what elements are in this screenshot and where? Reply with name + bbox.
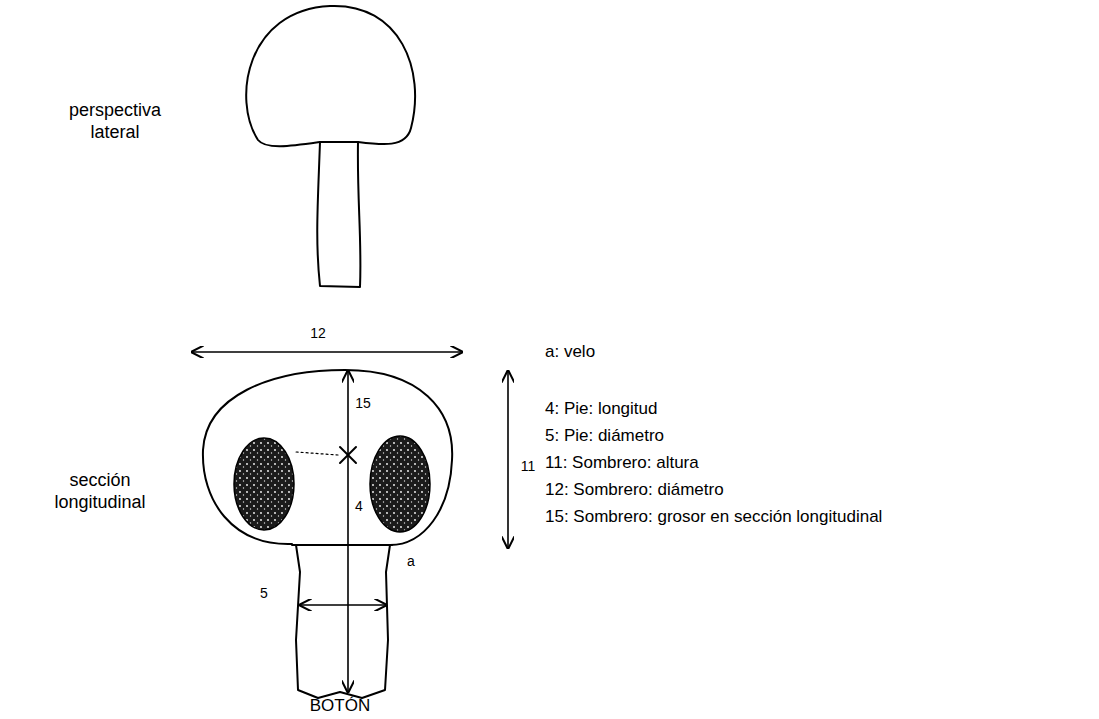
- view-caption: perspectiva lateral: [50, 100, 180, 143]
- key-entry: 5: Pie: diámetro: [545, 426, 664, 446]
- key-entry: 15: Sombrero: grosor en sección longitud…: [545, 507, 882, 527]
- callout-number: 15: [353, 395, 373, 412]
- dimension-arrow: [347, 455, 349, 692]
- cap-outline: [246, 6, 415, 146]
- key-entry: a: velo: [545, 342, 595, 362]
- key-entry: 4: Pie: longitud: [545, 399, 657, 419]
- dimension-arrow: [347, 371, 349, 455]
- key-entry: 12: Sombrero: diámetro: [545, 480, 724, 500]
- dimension-arrow: [300, 604, 386, 606]
- gill: [234, 438, 294, 530]
- gill: [370, 436, 430, 532]
- dotted-leader: [296, 452, 338, 455]
- callout-letter: a: [405, 553, 417, 570]
- callout-number: 11: [519, 458, 538, 475]
- stem-section-outline: [296, 545, 390, 698]
- dimension-arrow: [507, 371, 509, 548]
- view-caption: BOTÓN: [310, 696, 370, 716]
- view-caption: sección longitudinal: [35, 470, 165, 513]
- stem-outline: [317, 142, 360, 287]
- veil-line: [292, 544, 392, 546]
- dimension-arrow: [192, 351, 462, 353]
- callout-number: 12: [308, 325, 328, 342]
- key-entry: 11: Sombrero: altura: [545, 453, 699, 473]
- callout-number: 5: [258, 585, 270, 602]
- cap-section-outline: [203, 370, 452, 545]
- callout-number: 4: [353, 498, 365, 515]
